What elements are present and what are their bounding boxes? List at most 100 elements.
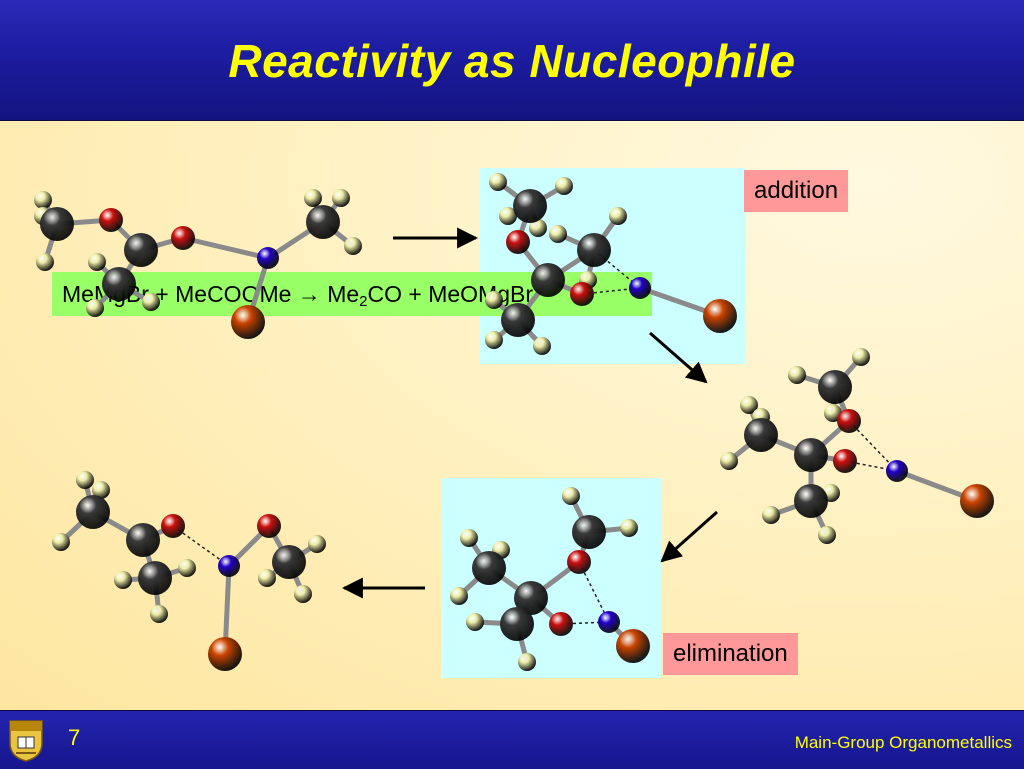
bond	[180, 235, 271, 261]
bromine-atom	[208, 637, 242, 671]
oxygen-atom	[833, 449, 857, 473]
hydrogen-atom	[499, 207, 517, 225]
carbon-atom	[794, 438, 828, 472]
oxygen-atom	[567, 550, 591, 574]
hydrogen-atom	[485, 291, 503, 309]
hydrogen-atom	[533, 337, 551, 355]
equation-products: CO + MeOMgBr	[367, 281, 533, 307]
bromine-atom	[960, 484, 994, 518]
hydrogen-atom	[620, 519, 638, 537]
hydrogen-atom	[824, 404, 842, 422]
molecule-addition-intermediate	[485, 173, 737, 355]
magnesium-atom	[218, 555, 240, 577]
equation-me: Me	[327, 281, 360, 307]
magnesium-atom	[629, 277, 651, 299]
coordination-bond	[578, 561, 610, 623]
carbon-atom	[76, 495, 110, 529]
hydrogen-atom	[92, 481, 110, 499]
carbon-atom	[126, 523, 160, 557]
bromine-atom	[616, 629, 650, 663]
hydrogen-atom	[788, 366, 806, 384]
carbon-atom	[472, 551, 506, 585]
hydrogen-atom	[150, 605, 168, 623]
carbon-atom	[514, 581, 548, 615]
oxygen-atom	[570, 282, 594, 306]
elimination-label: elimination	[663, 633, 798, 675]
hydrogen-atom	[555, 177, 573, 195]
hydrogen-atom	[258, 569, 276, 587]
molecule-tetrahedral-intermediate	[720, 348, 994, 544]
hydrogen-atom	[609, 207, 627, 225]
oxygen-atom	[161, 514, 185, 538]
carbon-atom	[744, 418, 778, 452]
carbon-atom	[306, 205, 340, 239]
magnesium-atom	[886, 460, 908, 482]
slide-title: Reactivity as Nucleophile	[228, 35, 796, 87]
arrow-down-right	[649, 331, 708, 384]
carbon-atom	[272, 545, 306, 579]
molecule-reactant-complex	[34, 189, 362, 339]
carbon-atom	[531, 263, 565, 297]
carbon-atom	[501, 303, 535, 337]
carbon-atom	[818, 370, 852, 404]
hydrogen-atom	[489, 173, 507, 191]
hydrogen-atom	[52, 533, 70, 551]
carbon-atom	[102, 267, 136, 301]
hydrogen-atom	[720, 452, 738, 470]
magnesium-atom	[598, 611, 620, 633]
carbon-atom	[572, 515, 606, 549]
oxygen-atom	[99, 208, 123, 232]
hydrogen-atom	[114, 571, 132, 589]
hydrogen-atom	[529, 219, 547, 237]
hydrogen-atom	[142, 293, 160, 311]
carbon-atom	[40, 207, 74, 241]
hydrogen-atom	[562, 487, 580, 505]
carbon-atom	[513, 189, 547, 223]
hydrogen-atom	[88, 253, 106, 271]
hydrogen-atom	[332, 189, 350, 207]
slide-footer: 7 Main-Group Organometallics	[0, 710, 1024, 769]
university-crest-icon	[9, 720, 43, 762]
hydrogen-atom	[466, 613, 484, 631]
hydrogen-atom	[178, 559, 196, 577]
oxygen-atom	[506, 230, 530, 254]
molecule-elimination-intermediate	[450, 487, 650, 671]
carbon-atom	[124, 233, 158, 267]
equation-arrow: →	[297, 281, 321, 307]
oxygen-atom	[171, 226, 195, 250]
hydrogen-atom	[304, 189, 322, 207]
hydrogen-atom	[518, 653, 536, 671]
hydrogen-atom	[852, 348, 870, 366]
carbon-atom	[577, 233, 611, 267]
hydrogen-atom	[460, 529, 478, 547]
hydrogen-atom	[308, 535, 326, 553]
carbon-atom	[794, 484, 828, 518]
footer-title: Main-Group Organometallics	[794, 733, 1012, 752]
hydrogen-atom	[344, 237, 362, 255]
hydrogen-atom	[294, 585, 312, 603]
bromine-atom	[703, 299, 737, 333]
hydrogen-atom	[86, 299, 104, 317]
hydrogen-atom	[485, 331, 503, 349]
bromine-atom	[231, 305, 265, 339]
carbon-atom	[138, 561, 172, 595]
carbon-atom	[500, 607, 534, 641]
hydrogen-atom	[76, 471, 94, 489]
hydrogen-atom	[740, 396, 758, 414]
page-number: 7	[68, 725, 81, 750]
hydrogen-atom	[818, 526, 836, 544]
oxygen-atom	[549, 612, 573, 636]
addition-label: addition	[744, 170, 849, 212]
slide-header: Reactivity as Nucleophile	[0, 0, 1024, 121]
arrow-down-left	[660, 510, 718, 563]
hydrogen-atom	[34, 191, 52, 209]
magnesium-atom	[257, 247, 279, 269]
hydrogen-atom	[36, 253, 54, 271]
molecule-products	[52, 471, 326, 671]
hydrogen-atom	[450, 587, 468, 605]
hydrogen-atom	[762, 506, 780, 524]
hydrogen-atom	[549, 225, 567, 243]
equation-subscript: 2	[359, 293, 368, 310]
oxygen-atom	[837, 409, 861, 433]
